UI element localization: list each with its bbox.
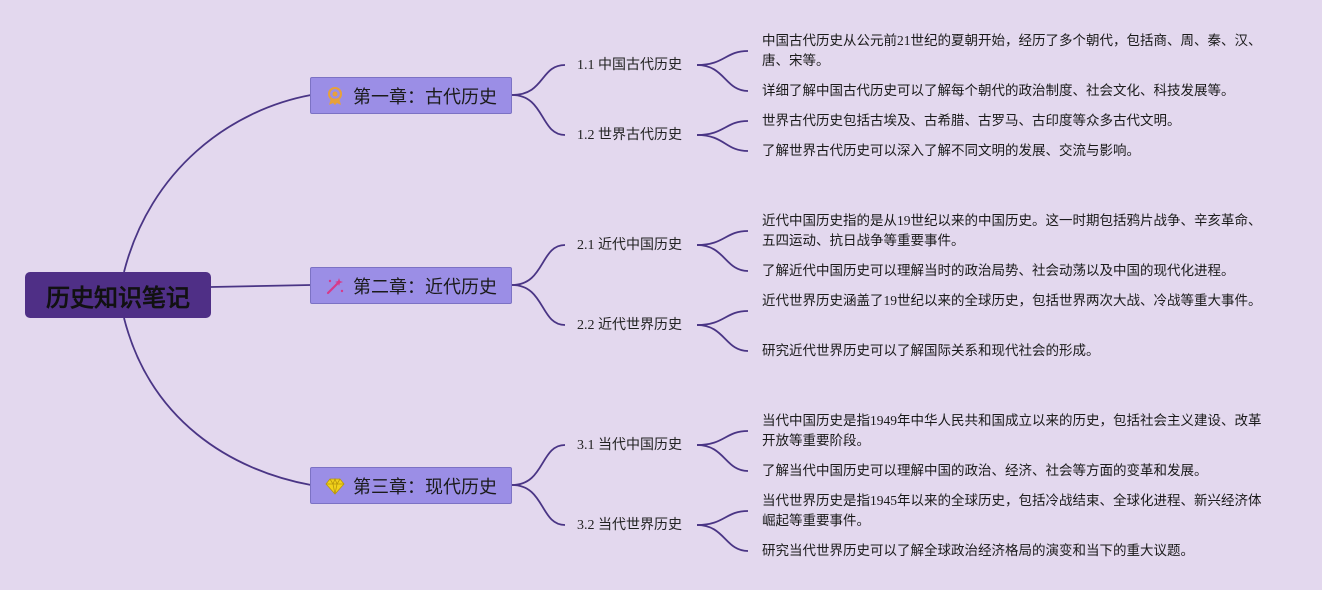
root-node[interactable]: 历史知识笔记	[25, 272, 211, 318]
section-node-3-1[interactable]: 3.1 当代中国历史	[577, 438, 682, 453]
root-title: 历史知识笔记	[46, 283, 190, 312]
sparkle-wand-icon	[325, 276, 345, 296]
diamond-icon	[325, 476, 345, 496]
section-node-3-2[interactable]: 3.2 当代世界历史	[577, 518, 682, 533]
note-2-2-a[interactable]: 近代世界历史涵盖了19世纪以来的全球历史，包括世界两次大战、冷战等重大事件。	[762, 293, 1262, 308]
note-2-1-b[interactable]: 了解近代中国历史可以理解当时的政治局势、社会动荡以及中国的现代化进程。	[762, 263, 1235, 278]
note-1-2-a[interactable]: 世界古代历史包括古埃及、古希腊、古罗马、古印度等众多古代文明。	[762, 113, 1181, 128]
chapter-title: 第二章：近代历史	[353, 276, 497, 298]
chapter-node-2[interactable]: 第二章：近代历史	[310, 267, 512, 304]
note-2-2-b[interactable]: 研究近代世界历史可以了解国际关系和现代社会的形成。	[762, 343, 1100, 358]
link-root-ch1	[123, 94, 312, 273]
note-3-2-a[interactable]: 当代世界历史是指1945年以来的全球历史，包括冷战结束、全球化进程、新兴经济体崛…	[762, 493, 1262, 528]
note-3-2-b[interactable]: 研究当代世界历史可以了解全球政治经济格局的演变和当下的重大议题。	[762, 543, 1194, 558]
note-1-1-a[interactable]: 中国古代历史从公元前21世纪的夏朝开始，经历了多个朝代，包括商、周、秦、汉、唐、…	[762, 33, 1262, 68]
section-node-2-1[interactable]: 2.1 近代中国历史	[577, 238, 682, 253]
note-1-1-b[interactable]: 详细了解中国古代历史可以了解每个朝代的政治制度、社会文化、科技发展等。	[762, 83, 1235, 98]
chapter-title: 第一章：古代历史	[353, 86, 497, 108]
chapter-title: 第三章：现代历史	[353, 476, 497, 498]
link-root-ch2	[210, 284, 312, 288]
section-node-2-2[interactable]: 2.2 近代世界历史	[577, 318, 682, 333]
link-root-ch3	[123, 317, 312, 486]
note-1-2-b[interactable]: 了解世界古代历史可以深入了解不同文明的发展、交流与影响。	[762, 143, 1140, 158]
note-3-1-a[interactable]: 当代中国历史是指1949年中华人民共和国成立以来的历史，包括社会主义建设、改革开…	[762, 413, 1262, 448]
chapter-node-3[interactable]: 第三章：现代历史	[310, 467, 512, 504]
note-3-1-b[interactable]: 了解当代中国历史可以理解中国的政治、经济、社会等方面的变革和发展。	[762, 463, 1208, 478]
note-2-1-a[interactable]: 近代中国历史指的是从19世纪以来的中国历史。这一时期包括鸦片战争、辛亥革命、五四…	[762, 213, 1262, 248]
section-node-1-1[interactable]: 1.1 中国古代历史	[577, 58, 682, 73]
award-ribbon-icon	[325, 86, 345, 106]
section-node-1-2[interactable]: 1.2 世界古代历史	[577, 128, 682, 143]
chapter-node-1[interactable]: 第一章：古代历史	[310, 77, 512, 114]
